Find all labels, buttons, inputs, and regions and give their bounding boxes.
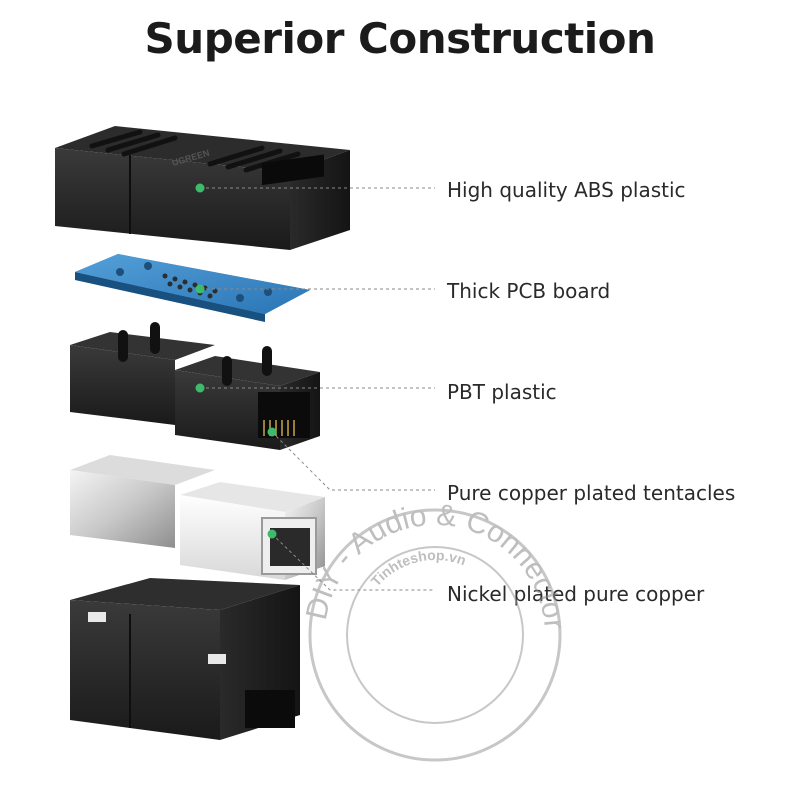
pbt-jacks: [70, 322, 320, 450]
bottom-housing: [70, 578, 300, 740]
watermark-seal: DIY - Audio & Connector Tinhteshop.vn: [300, 499, 571, 762]
callout-copper-tentacles: Pure copper plated tentacles: [447, 481, 736, 505]
callout-leaders: [200, 187, 435, 591]
callout-dots: [195, 183, 277, 539]
svg-text:DIY - Audio & Connector: DIY - Audio & Connector: [300, 499, 571, 631]
abs-top-shell: UGREEN: [55, 126, 350, 250]
metal-shields: [70, 455, 325, 580]
callout-pbt-plastic: PBT plastic: [447, 380, 557, 404]
callout-abs-plastic: High quality ABS plastic: [447, 178, 686, 202]
callout-pcb-board: Thick PCB board: [447, 279, 611, 303]
page-title: Superior Construction: [144, 14, 656, 63]
callout-nickel-copper: Nickel plated pure copper: [447, 582, 705, 606]
pcb-board: [75, 254, 310, 322]
watermark-outer-text: DIY - Audio & Connector: [300, 499, 571, 631]
watermark-inner-text: Tinhteshop.vn: [368, 547, 469, 589]
svg-text:Tinhteshop.vn: Tinhteshop.vn: [368, 547, 469, 589]
